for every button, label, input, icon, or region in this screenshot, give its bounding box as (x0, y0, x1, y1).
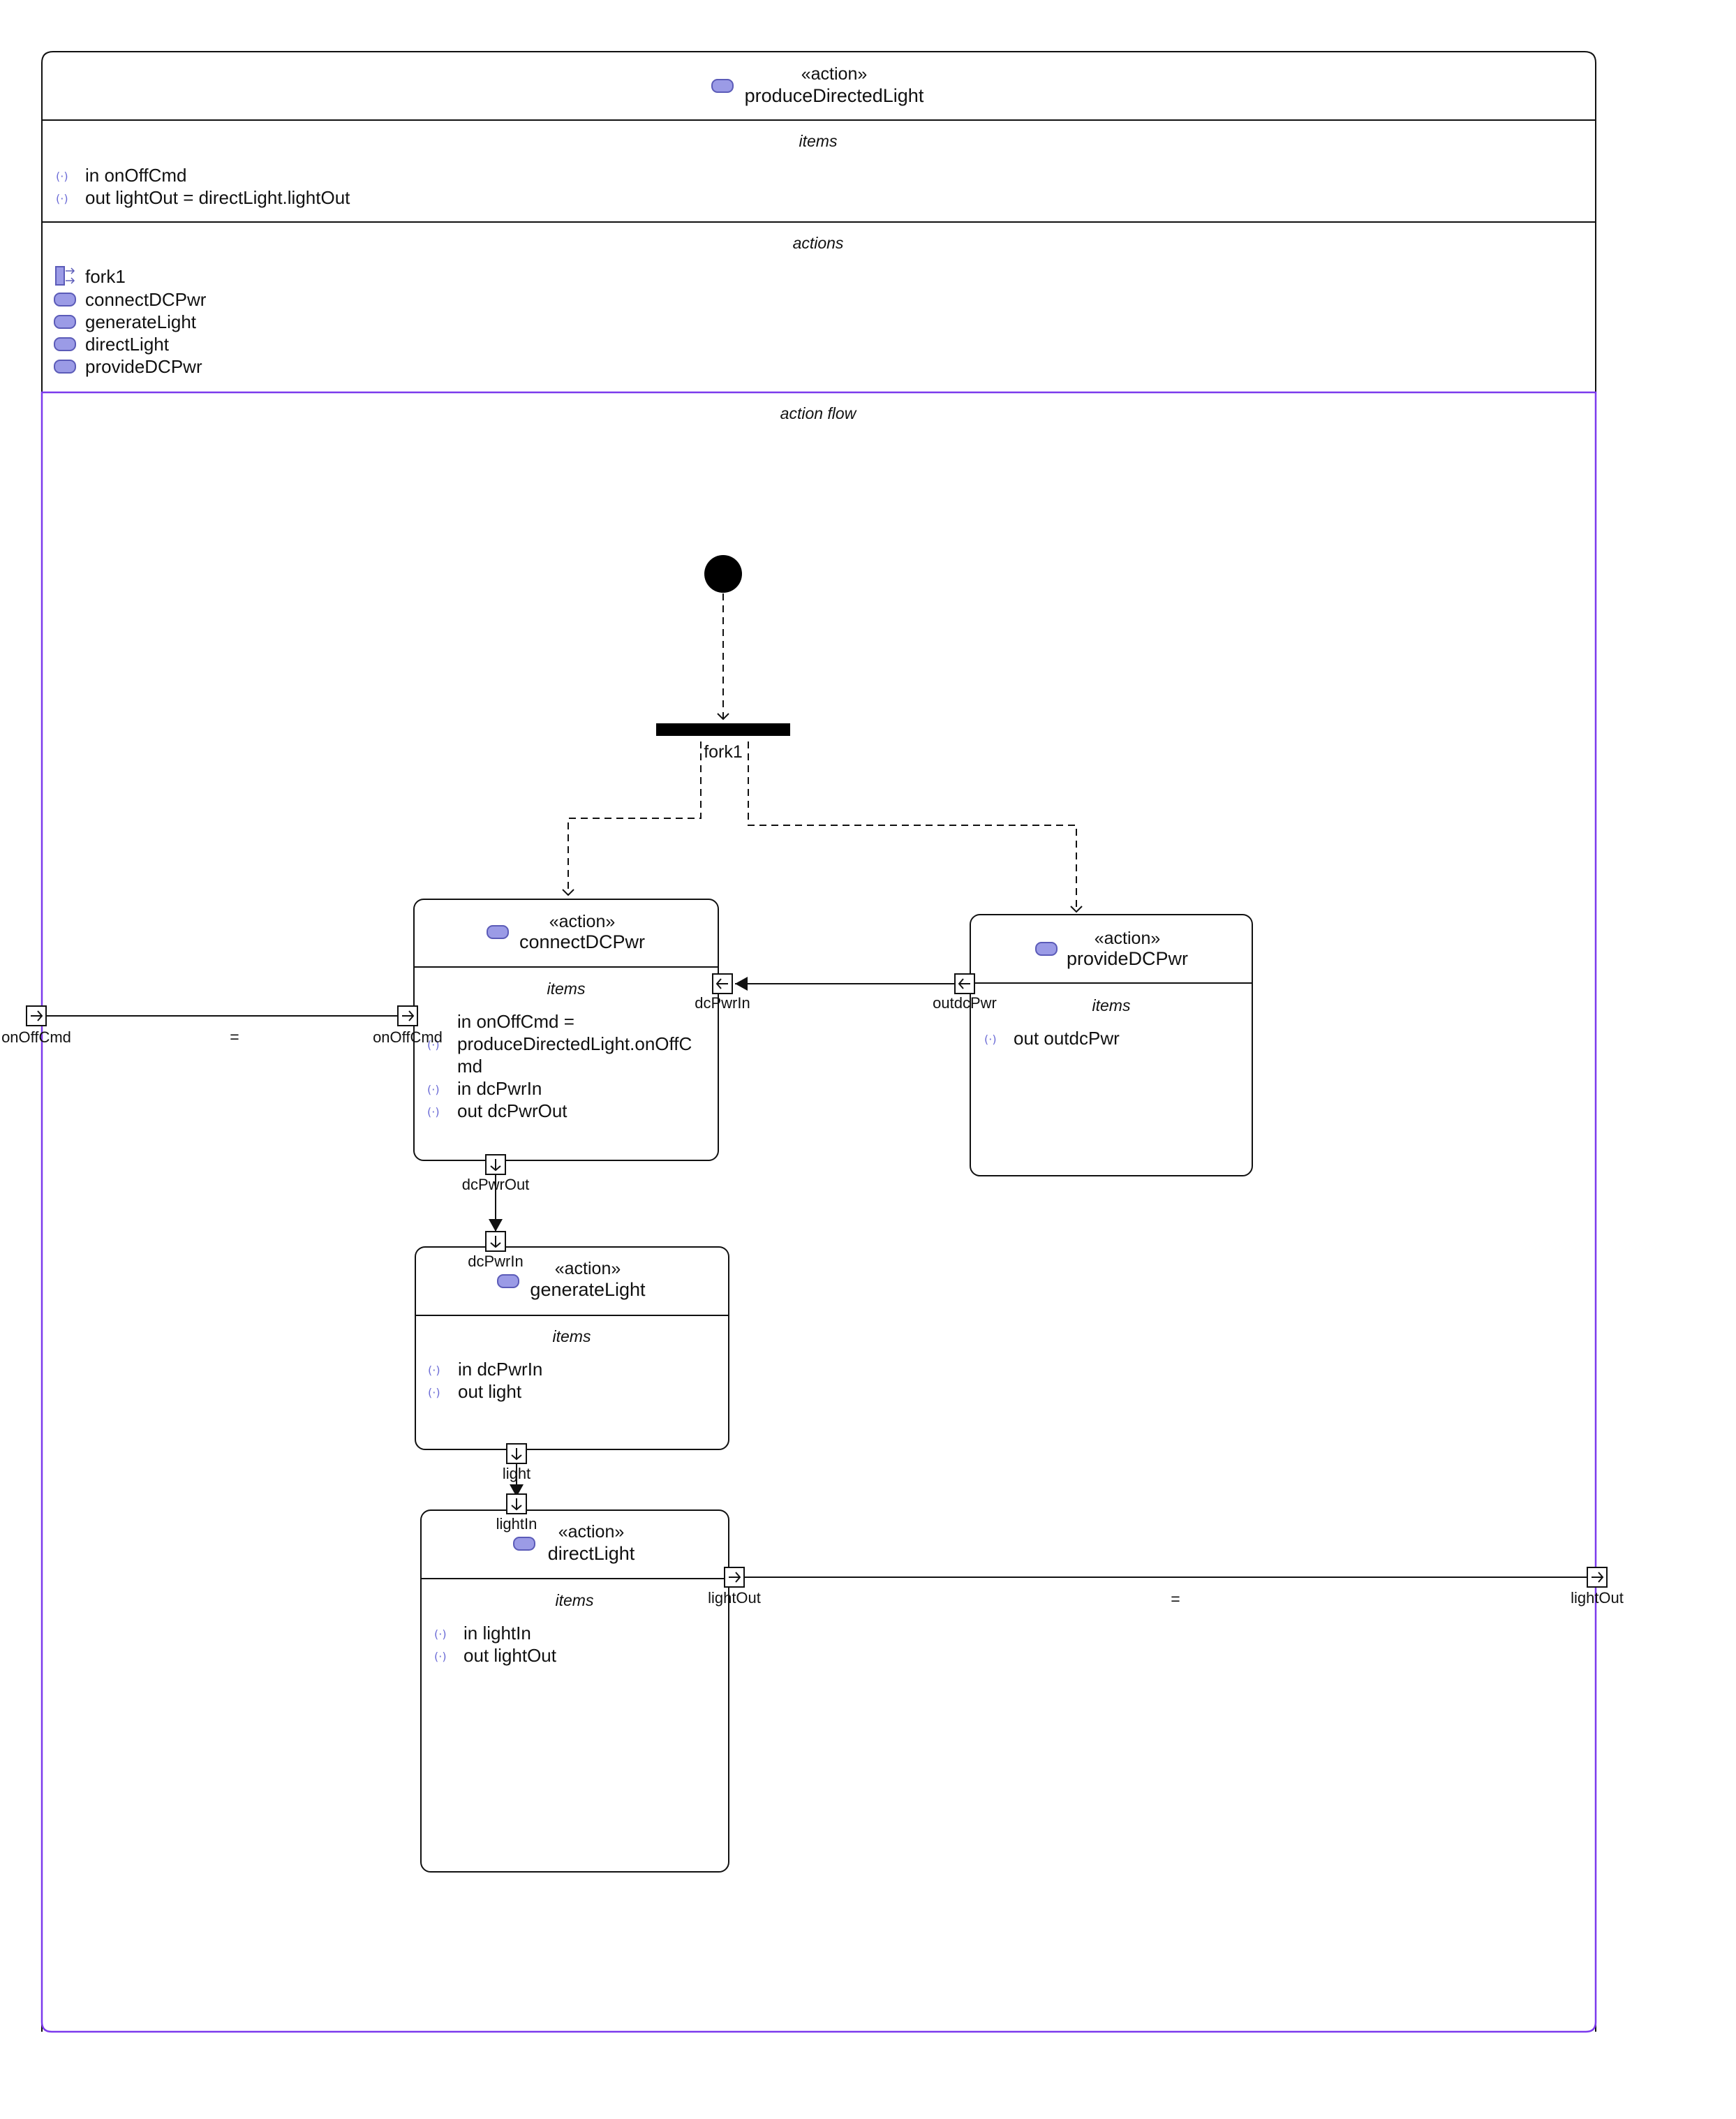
generate-title: generateLight (530, 1279, 646, 1300)
fork-bar[interactable] (656, 723, 790, 736)
direct-item: in lightIn (463, 1623, 531, 1644)
port-generate-light[interactable] (506, 1443, 527, 1464)
provide-title: provideDCPwr (1067, 948, 1188, 969)
connect-title: connectDCPwr (519, 931, 645, 952)
item-icon (427, 1083, 440, 1096)
direct-stereotype: «action» (558, 1522, 625, 1542)
item-icon (428, 1364, 440, 1377)
connect-item: in onOffCmd = (457, 1011, 574, 1032)
connect-items-header: items (547, 980, 586, 998)
direct-title: directLight (548, 1543, 635, 1564)
action-icon (1035, 942, 1058, 956)
port-label: light (503, 1465, 531, 1482)
initial-node[interactable] (704, 555, 742, 593)
outer-actions-header: actions (793, 234, 844, 252)
port-label: outdcPwr (933, 994, 997, 1012)
fork-label: fork1 (704, 742, 743, 762)
port-connect-dcPwrOut[interactable] (485, 1154, 506, 1175)
action-directLight[interactable] (420, 1509, 729, 1873)
connect-item: in dcPwrIn (457, 1078, 542, 1099)
port-label: lightOut (1571, 1589, 1624, 1607)
direct-item: out lightOut (463, 1645, 557, 1666)
port-direct-lightIn[interactable] (506, 1493, 527, 1514)
generate-items-header: items (553, 1327, 591, 1345)
action-icon (54, 360, 76, 374)
connect-item: md (457, 1056, 482, 1077)
port-provide-outdcPwr[interactable] (954, 973, 975, 994)
item-icon (427, 1105, 440, 1118)
binding-lightOut-equals: = (1171, 1590, 1180, 1608)
provide-item: out outdcPwr (1014, 1028, 1120, 1049)
connect-item: produceDirectedLight.onOffC (457, 1033, 692, 1054)
outer-action-connectDCPwr: connectDCPwr (85, 289, 207, 310)
port-outer-onOffCmd[interactable] (26, 1005, 47, 1026)
flow-fork-to-provide[interactable] (748, 741, 1083, 913)
generate-item: out light (458, 1381, 522, 1402)
port-label: onOffCmd (373, 1028, 443, 1046)
item-icon (56, 170, 68, 183)
outer-item: in onOffCmd (85, 165, 186, 186)
port-label: lightIn (496, 1515, 537, 1533)
outer-title: produceDirectedLight (745, 85, 924, 106)
generate-stereotype: «action» (555, 1259, 621, 1278)
action-connectDCPwr[interactable] (413, 899, 719, 1161)
generate-item: in dcPwrIn (458, 1359, 542, 1380)
outer-action-icon (711, 79, 734, 93)
outer-action-frame (40, 51, 1597, 2033)
port-label: dcPwrIn (695, 994, 750, 1012)
outer-action-directLight: directLight (85, 334, 170, 355)
port-label: dcPwrIn (468, 1253, 523, 1270)
outer-item: out lightOut = directLight.lightOut (85, 187, 350, 208)
item-icon (434, 1650, 447, 1663)
provide-stereotype: «action» (1095, 929, 1161, 948)
action-icon (497, 1274, 519, 1288)
outer-action-fork1: fork1 (85, 266, 126, 287)
item-icon (434, 1627, 447, 1641)
action-icon (487, 925, 509, 939)
outer-action-provideDCPwr: provideDCPwr (85, 356, 202, 377)
port-connect-onOffCmd[interactable] (397, 1005, 418, 1026)
fork-icon (55, 266, 75, 286)
item-icon (428, 1386, 440, 1399)
direct-items-header: items (556, 1591, 594, 1609)
action-icon (54, 337, 76, 351)
port-outer-lightOut[interactable] (1587, 1567, 1608, 1588)
port-generate-dcPwrIn[interactable] (485, 1231, 506, 1252)
flow-fork-to-connect[interactable] (562, 741, 702, 896)
port-label: lightOut (708, 1589, 761, 1607)
port-label: onOffCmd (1, 1028, 71, 1046)
outer-stereotype: «action» (801, 64, 868, 84)
item-icon (984, 1033, 997, 1046)
connect-item: out dcPwrOut (457, 1100, 567, 1121)
outer-items-header: items (799, 132, 838, 150)
action-icon (54, 293, 76, 307)
port-label: dcPwrOut (462, 1176, 530, 1193)
action-generateLight[interactable] (415, 1246, 729, 1450)
item-icon (56, 192, 68, 205)
port-connect-dcPwrIn[interactable] (712, 973, 733, 994)
action-icon (54, 315, 76, 329)
action-provideDCPwr[interactable] (970, 914, 1253, 1176)
connect-stereotype: «action» (549, 912, 616, 931)
action-icon (513, 1537, 535, 1551)
binding-onOffCmd-equals: = (230, 1028, 239, 1046)
outer-action-generateLight: generateLight (85, 311, 197, 332)
provide-items-header: items (1092, 996, 1131, 1014)
port-direct-lightOut[interactable] (724, 1567, 745, 1588)
flow-header: action flow (780, 404, 857, 422)
